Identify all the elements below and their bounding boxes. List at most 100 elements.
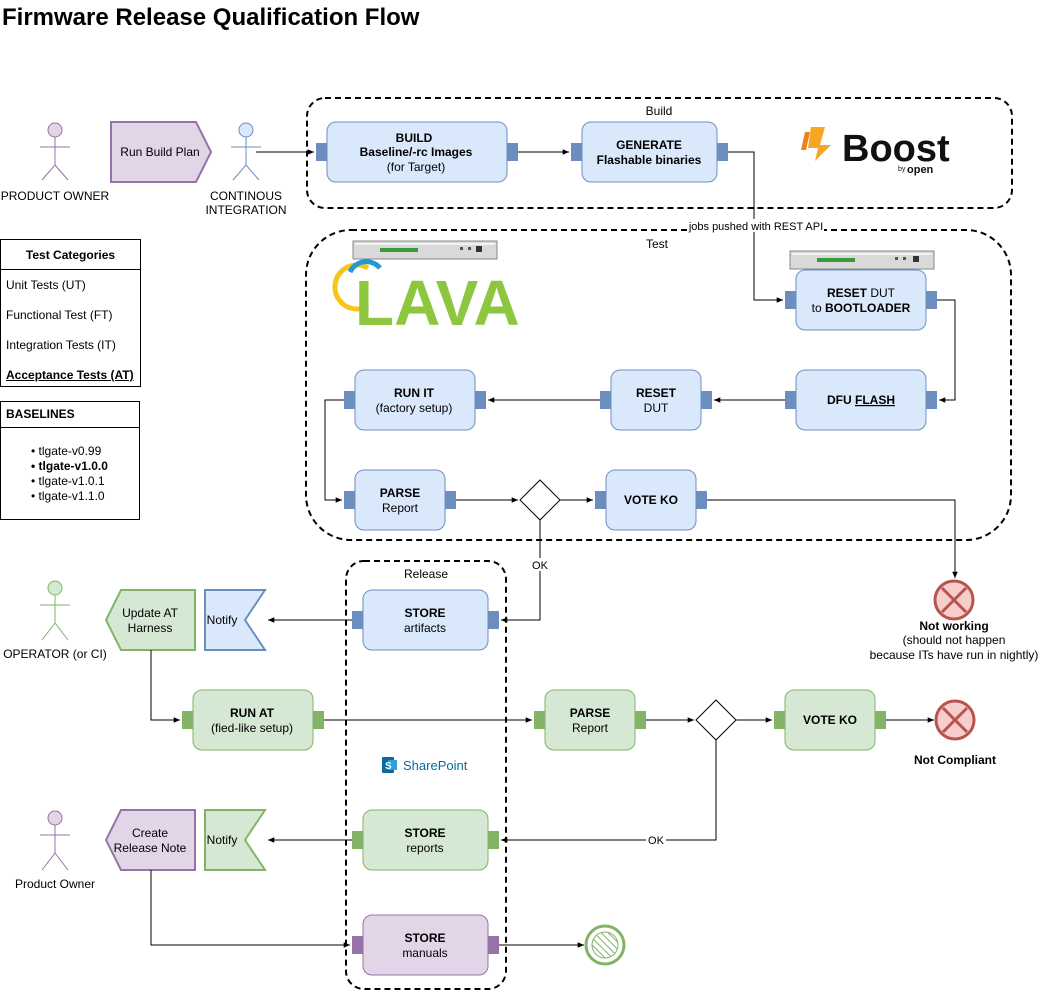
svg-text:Notify: Notify bbox=[207, 613, 238, 627]
run-at-node: RUN AT (fied-like setup) bbox=[182, 689, 324, 751]
baseline-item: • tlgate-v1.1.0 bbox=[31, 489, 105, 503]
build-group-label: Build bbox=[646, 104, 673, 118]
build-group: Build bbox=[306, 97, 1013, 209]
svg-text:RUN IT: RUN IT bbox=[394, 386, 435, 400]
release-group: Release bbox=[345, 560, 507, 990]
test-group-label: Test bbox=[646, 237, 669, 251]
run-build-plan-step: Run Build Plan bbox=[110, 121, 213, 183]
test-categories-box: Test Categories Unit Tests (UT) Function… bbox=[0, 239, 141, 387]
dfu-flash-node: DFU FLASH bbox=[785, 369, 937, 431]
svg-text:Create: Create bbox=[132, 826, 168, 840]
boost-logo-text: Boost bbox=[842, 128, 950, 170]
test-category-it: Integration Tests (IT) bbox=[6, 338, 116, 352]
svg-text:RESET DUT: RESET DUT bbox=[827, 286, 896, 300]
svg-text:Update AT: Update AT bbox=[122, 606, 178, 620]
lava-logo-text: LAVA bbox=[355, 267, 520, 339]
operator-actor bbox=[40, 580, 70, 641]
svg-text:S: S bbox=[385, 761, 392, 772]
test-category-ft: Functional Test (FT) bbox=[6, 308, 113, 322]
svg-text:VOTE KO: VOTE KO bbox=[624, 493, 678, 507]
ok-edge-label-2: OK bbox=[648, 835, 665, 847]
build-node: BUILD Baseline/-rc Images (for Target) bbox=[316, 121, 518, 183]
baseline-item: • tlgate-v1.0.0 bbox=[31, 459, 108, 473]
release-group-label: Release bbox=[404, 567, 448, 581]
svg-text:STORE: STORE bbox=[404, 931, 445, 945]
product-owner-label: PRODUCT OWNER bbox=[1, 189, 110, 203]
create-release-note-step: Create Release Note bbox=[104, 809, 196, 871]
svg-text:Release Note: Release Note bbox=[114, 841, 187, 855]
svg-text:PARSE: PARSE bbox=[570, 706, 610, 720]
product-owner2-label: Product Owner bbox=[15, 877, 95, 891]
notify-event-1: Notify bbox=[204, 589, 267, 651]
reset-dut-node: RESET DUT bbox=[600, 369, 712, 431]
svg-text:reports: reports bbox=[406, 841, 443, 855]
ok-edge-label-1: OK bbox=[532, 560, 549, 572]
svg-text:(for Target): (for Target) bbox=[387, 160, 445, 174]
baseline-item: • tlgate-v1.0.1 bbox=[31, 474, 105, 488]
svg-text:DUT: DUT bbox=[644, 401, 669, 415]
not-working-title: Not working bbox=[919, 619, 988, 633]
it-gateway bbox=[519, 479, 561, 521]
svg-text:Flashable binaries: Flashable binaries bbox=[597, 153, 702, 167]
not-compliant-end bbox=[934, 699, 976, 741]
lava-logo: LAVA bbox=[332, 259, 520, 339]
svg-text:by: by bbox=[898, 166, 906, 173]
generate-node: GENERATE Flashable binaries bbox=[571, 121, 728, 183]
svg-text:VOTE KO: VOTE KO bbox=[803, 713, 857, 727]
store-artifacts-node: STORE artifacts bbox=[352, 589, 499, 651]
sharepoint-logo: S SharePoint bbox=[382, 757, 468, 773]
run-it-node: RUN IT (factory setup) bbox=[344, 369, 486, 431]
svg-text:open: open bbox=[907, 164, 934, 176]
notify-event-2: Notify bbox=[204, 809, 267, 871]
at-gateway bbox=[695, 699, 737, 741]
baselines-box: BASELINES • tlgate-v0.99 • tlgate-v1.0.0… bbox=[0, 401, 140, 520]
operator-label: OPERATOR (or CI) bbox=[3, 647, 107, 661]
svg-text:Harness: Harness bbox=[128, 621, 173, 635]
svg-text:GENERATE: GENERATE bbox=[616, 138, 682, 152]
test-categories-title: Test Categories bbox=[25, 248, 116, 262]
not-compliant-label: Not Compliant bbox=[914, 753, 996, 767]
svg-text:STORE: STORE bbox=[404, 606, 445, 620]
svg-text:Notify: Notify bbox=[207, 833, 238, 847]
sharepoint-logo-text: SharePoint bbox=[403, 758, 468, 773]
store-reports-node: STORE reports bbox=[352, 809, 499, 871]
success-end bbox=[584, 924, 626, 966]
ci-label-line2: INTEGRATION bbox=[205, 203, 286, 217]
svg-text:RUN AT: RUN AT bbox=[230, 706, 275, 720]
not-working-end bbox=[933, 579, 975, 621]
svg-text:(fied-like setup): (fied-like setup) bbox=[211, 721, 293, 735]
rest-api-edge-label: jobs pushed with REST API bbox=[688, 221, 823, 233]
parse-it-node: PARSE Report bbox=[344, 469, 456, 531]
svg-text:manuals: manuals bbox=[402, 946, 447, 960]
svg-text:PARSE: PARSE bbox=[380, 486, 420, 500]
boost-logo: Boost by open bbox=[801, 127, 950, 176]
svg-text:STORE: STORE bbox=[404, 826, 445, 840]
ci-actor bbox=[231, 122, 261, 181]
rack-device-icon bbox=[352, 240, 498, 260]
test-category-ut: Unit Tests (UT) bbox=[6, 278, 86, 292]
svg-text:(factory setup): (factory setup) bbox=[376, 401, 453, 415]
update-at-harness-step: Update AT Harness bbox=[104, 589, 196, 651]
diagram-title: Firmware Release Qualification Flow bbox=[2, 4, 420, 31]
product-owner-actor bbox=[40, 122, 70, 181]
not-working-line1: (should not happen bbox=[903, 633, 1006, 647]
rack-device-icon bbox=[789, 250, 935, 270]
product-owner2-actor bbox=[40, 810, 70, 871]
svg-text:RESET: RESET bbox=[636, 386, 677, 400]
svg-text:Report: Report bbox=[382, 501, 419, 515]
svg-text:to BOOTLOADER: to BOOTLOADER bbox=[812, 301, 911, 315]
baseline-item: • tlgate-v0.99 bbox=[31, 444, 102, 458]
reset-bootloader-node: RESET DUT to BOOTLOADER bbox=[785, 269, 937, 331]
vote-ko-at-node: VOTE KO bbox=[774, 689, 886, 751]
baselines-title: BASELINES bbox=[6, 407, 75, 421]
test-category-at: Acceptance Tests (AT) bbox=[6, 368, 134, 382]
ci-label-line1: CONTINOUS bbox=[210, 189, 282, 203]
svg-text:Report: Report bbox=[572, 721, 609, 735]
not-working-line2: because ITs have run in nightly) bbox=[870, 648, 1039, 662]
svg-text:BUILD: BUILD bbox=[396, 131, 433, 145]
store-manuals-node: STORE manuals bbox=[352, 914, 499, 976]
svg-text:DFU FLASH: DFU FLASH bbox=[827, 393, 895, 407]
run-build-plan-label: Run Build Plan bbox=[120, 145, 199, 159]
svg-text:Baseline/-rc Images: Baseline/-rc Images bbox=[360, 145, 473, 159]
